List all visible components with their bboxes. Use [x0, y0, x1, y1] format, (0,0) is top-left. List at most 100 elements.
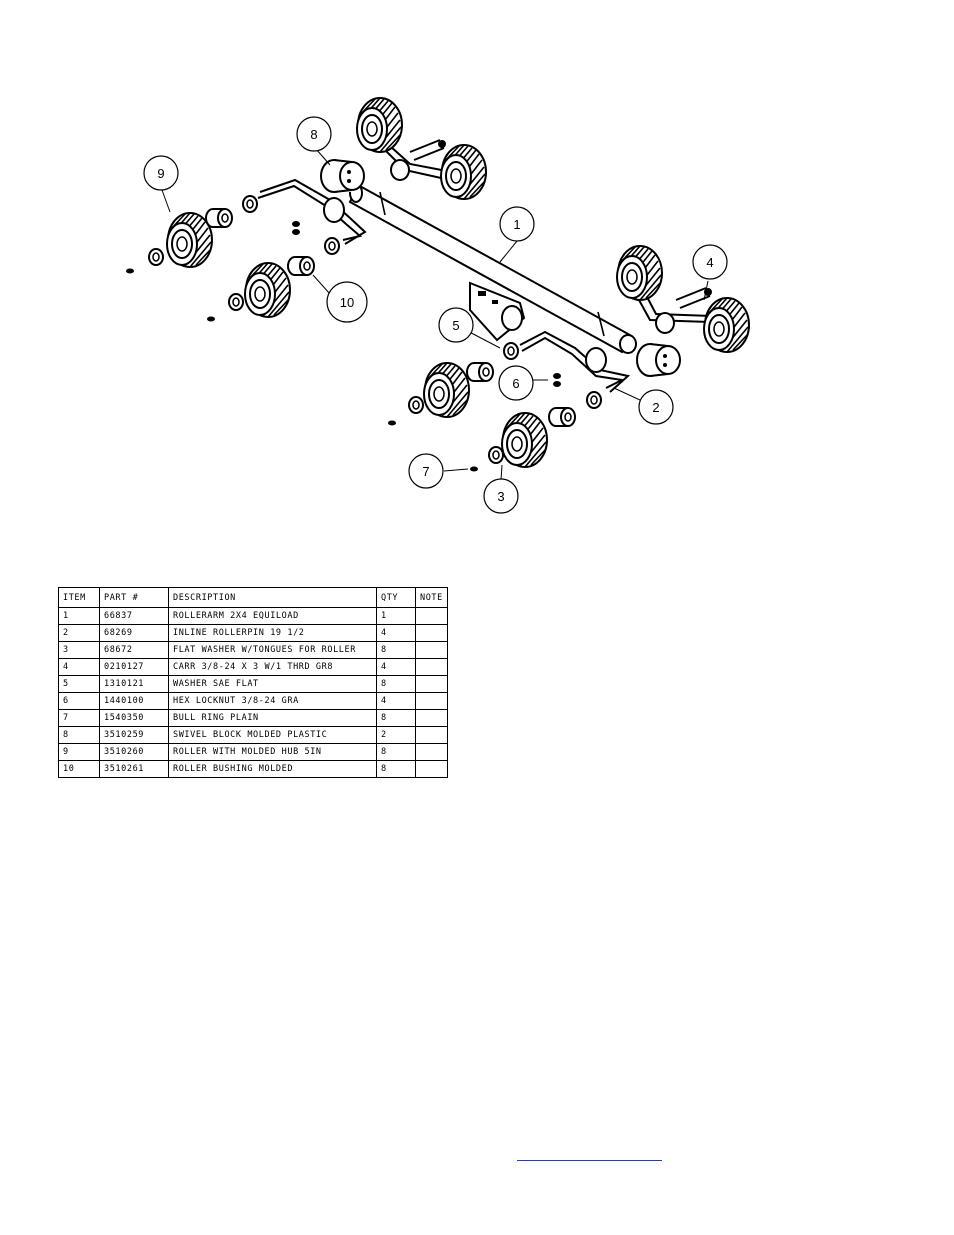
cell-part: 3510259: [99, 726, 169, 744]
table-row: 2 68269 INLINE ROLLERPIN 19 1/2 4: [58, 624, 448, 642]
cell-qty: 8: [376, 743, 416, 761]
washer: [228, 293, 244, 311]
roller-arm-tube: [348, 183, 637, 354]
bull-ring: [388, 420, 396, 426]
cell-item: 3: [58, 641, 100, 659]
cell-part: 1540350: [99, 709, 169, 727]
cell-description: HEX LOCKNUT 3/8-24 GRA: [168, 692, 377, 710]
svg-text:3: 3: [497, 489, 504, 504]
washer: [488, 446, 504, 464]
table-header-row: ITEM PART # DESCRIPTION QTY NOTE: [58, 587, 448, 608]
table-row: 9 3510260 ROLLER WITH MOLDED HUB 5IN 8: [58, 743, 448, 761]
svg-text:8: 8: [310, 127, 317, 142]
cell-item: 6: [58, 692, 100, 710]
table-row: 4 0210127 CARR 3/8-24 X 3 W/1 THRD GR8 4: [58, 658, 448, 676]
cell-description: WASHER SAE FLAT: [168, 675, 377, 693]
bull-ring: [126, 268, 134, 274]
cell-part: 1310121: [99, 675, 169, 693]
roller-right-lower: [703, 297, 750, 353]
washer: [503, 342, 519, 360]
cell-qty: 8: [376, 760, 416, 778]
cell-description: SWIVEL BLOCK MOLDED PLASTIC: [168, 726, 377, 744]
cell-item: 7: [58, 709, 100, 727]
cell-description: INLINE ROLLERPIN 19 1/2: [168, 624, 377, 642]
cell-description: ROLLER BUSHING MOLDED: [168, 760, 377, 778]
cell-description: BULL RING PLAIN: [168, 709, 377, 727]
cell-qty: 4: [376, 658, 416, 676]
cell-item: 1: [58, 607, 100, 625]
cell-qty: 2: [376, 726, 416, 744]
footer-hyperlink[interactable]: [517, 1149, 662, 1161]
svg-text:5: 5: [452, 318, 459, 333]
svg-text:10: 10: [340, 295, 354, 310]
cell-note: [415, 760, 448, 778]
header-item: ITEM: [58, 587, 100, 608]
callout-3: 3: [483, 478, 519, 514]
svg-text:7: 7: [422, 464, 429, 479]
header-part-number: PART #: [99, 587, 169, 608]
roller-top-left: [356, 97, 403, 153]
cell-item: 5: [58, 675, 100, 693]
washer: [324, 237, 340, 255]
svg-text:9: 9: [157, 166, 164, 181]
cell-qty: 8: [376, 675, 416, 693]
washer: [408, 396, 424, 414]
cell-description: CARR 3/8-24 X 3 W/1 THRD GR8: [168, 658, 377, 676]
cell-part: 68269: [99, 624, 169, 642]
cell-part: 3510261: [99, 760, 169, 778]
callout-10: 10: [326, 281, 368, 323]
svg-text:6: 6: [512, 376, 519, 391]
table-row: 5 1310121 WASHER SAE FLAT 8: [58, 675, 448, 693]
roller-bushing: [287, 256, 315, 276]
cell-item: 4: [58, 658, 100, 676]
header-note: NOTE: [415, 587, 448, 608]
svg-text:2: 2: [652, 400, 659, 415]
table-row: 10 3510261 ROLLER BUSHING MOLDED 8: [58, 760, 448, 778]
roller-bushing: [548, 407, 576, 427]
cell-note: [415, 658, 448, 676]
cell-part: 66837: [99, 607, 169, 625]
svg-text:4: 4: [706, 255, 713, 270]
cell-part: 0210127: [99, 658, 169, 676]
cell-note: [415, 624, 448, 642]
cell-note: [415, 641, 448, 659]
cell-description: ROLLERARM 2X4 EQUILOAD: [168, 607, 377, 625]
callout-4: 4: [692, 244, 728, 280]
cell-description: FLAT WASHER W/TONGUES FOR ROLLER: [168, 641, 377, 659]
swivel-block: [636, 343, 681, 377]
cell-item: 2: [58, 624, 100, 642]
table-row: 7 1540350 BULL RING PLAIN 8: [58, 709, 448, 727]
roller-top-right: [440, 144, 487, 200]
cell-item: 9: [58, 743, 100, 761]
cell-qty: 4: [376, 692, 416, 710]
header-description: DESCRIPTION: [168, 587, 377, 608]
swivel-block: [320, 159, 365, 193]
cell-note: [415, 675, 448, 693]
washer: [586, 391, 602, 409]
cell-item: 8: [58, 726, 100, 744]
callout-5: 5: [438, 307, 474, 343]
cell-qty: 8: [376, 641, 416, 659]
cell-qty: 8: [376, 709, 416, 727]
washer: [148, 248, 164, 266]
cell-description: ROLLER WITH MOLDED HUB 5IN: [168, 743, 377, 761]
cell-note: [415, 709, 448, 727]
bull-ring: [207, 316, 215, 322]
parts-list-table: ITEM PART # DESCRIPTION QTY NOTE 1 66837…: [58, 587, 448, 778]
roller-mid-left: [244, 262, 291, 318]
callout-1: 1: [499, 206, 535, 242]
cell-qty: 4: [376, 624, 416, 642]
roller-upper-left: [166, 212, 213, 268]
header-qty: QTY: [376, 587, 416, 608]
roller-lower-right: [501, 412, 548, 468]
cell-note: [415, 692, 448, 710]
roller-lower-left: [423, 362, 470, 418]
cell-qty: 1: [376, 607, 416, 625]
callout-6: 6: [498, 365, 534, 401]
cell-part: 68672: [99, 641, 169, 659]
cell-part: 1440100: [99, 692, 169, 710]
table-row: 3 68672 FLAT WASHER W/TONGUES FOR ROLLER…: [58, 641, 448, 659]
hex-locknuts: [292, 221, 561, 387]
roller-right-upper: [616, 245, 663, 301]
